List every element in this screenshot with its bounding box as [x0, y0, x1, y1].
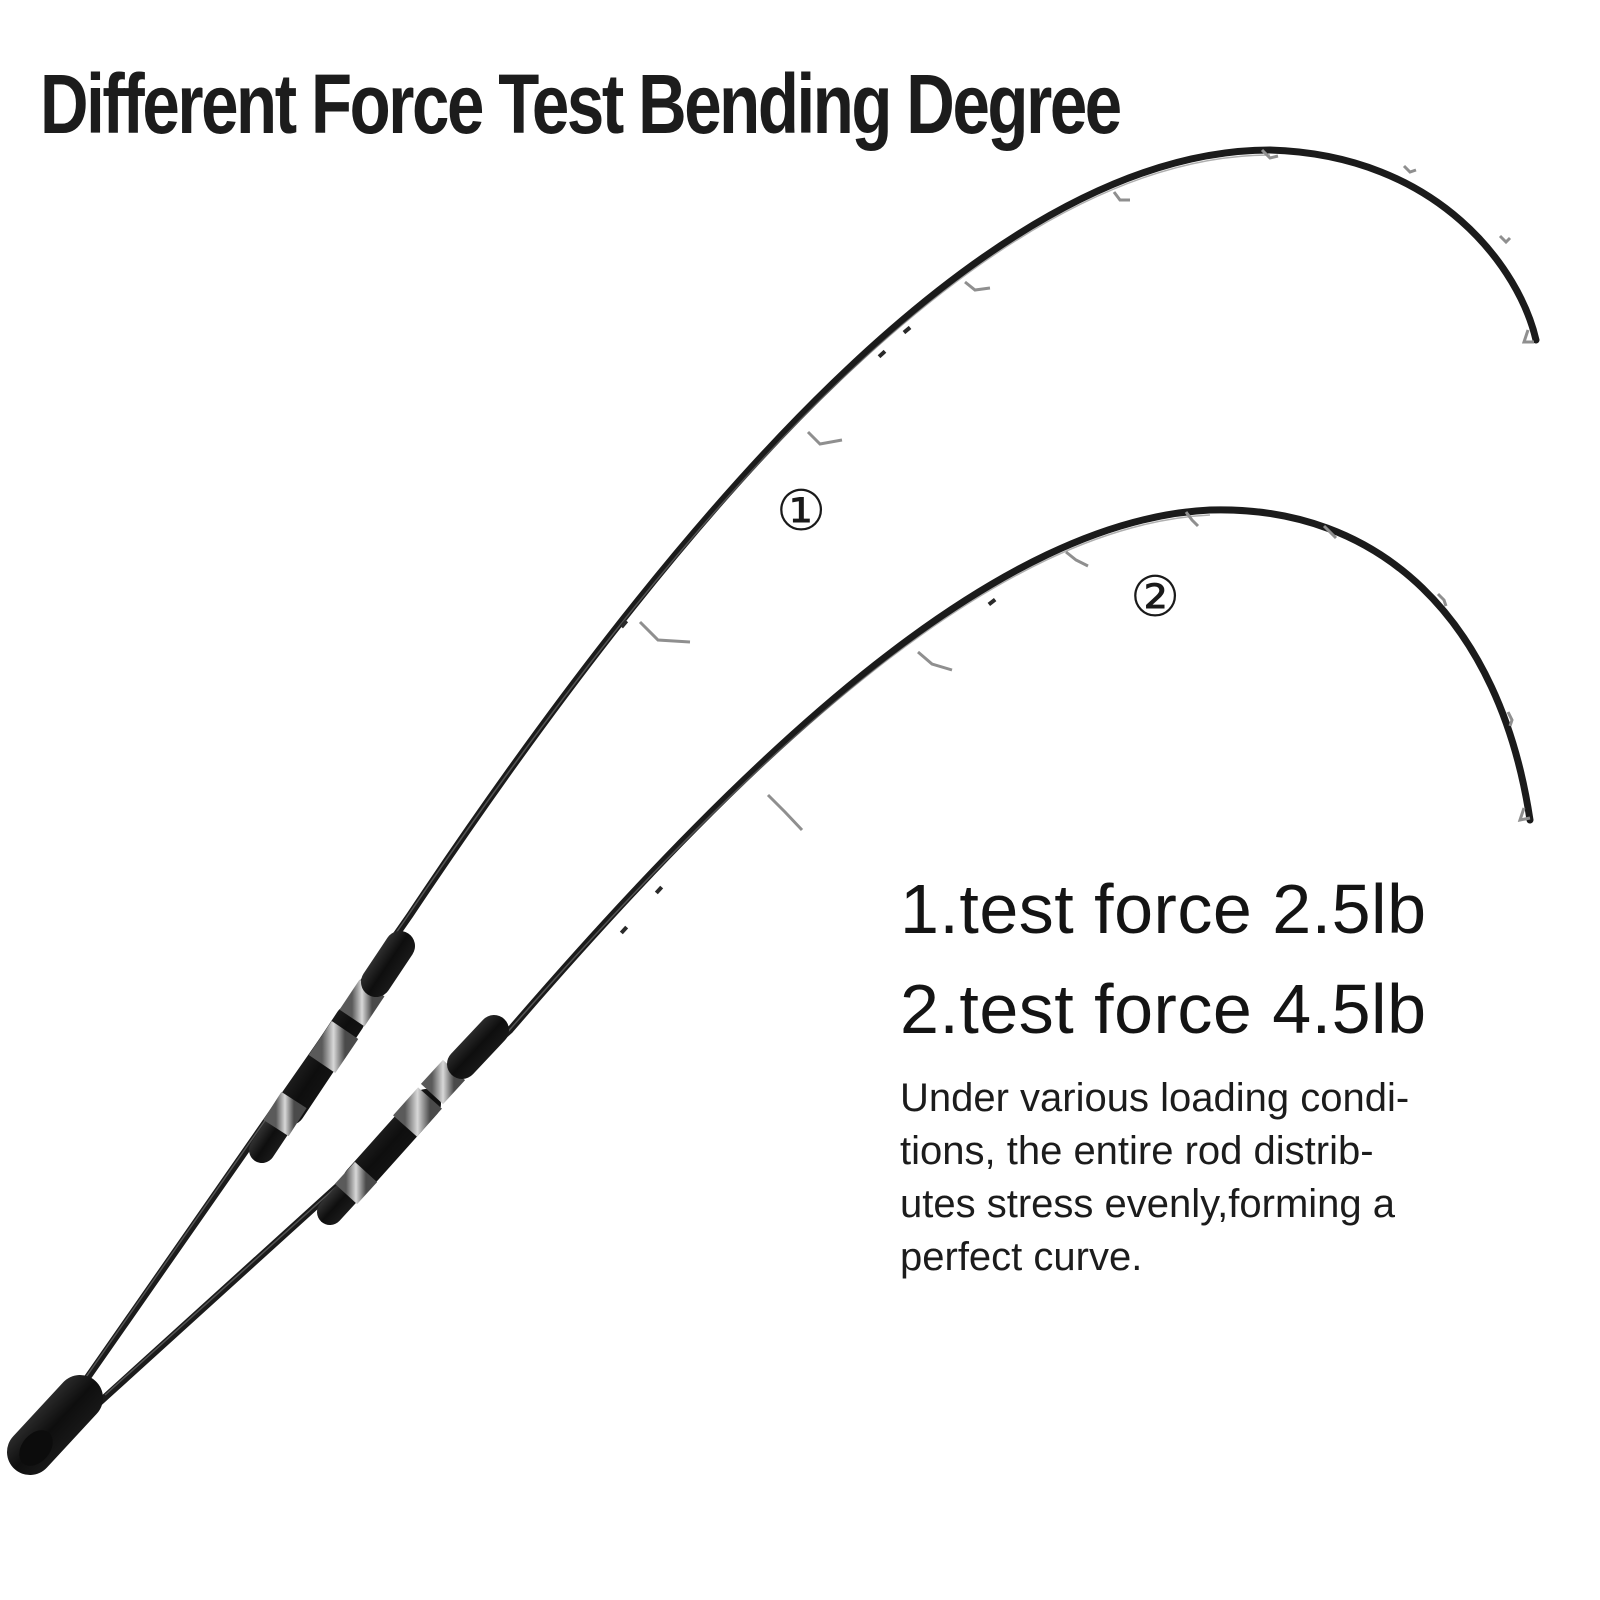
rod-1-blank-highlight: [69, 154, 1271, 1401]
rod-1-guide: [638, 620, 691, 644]
rod-1-guide: [1498, 234, 1512, 245]
rod-2-tip-guide: [1517, 807, 1531, 822]
butt-cap: [7, 1375, 103, 1475]
rod-1-blank: [40, 146, 1540, 1444]
rod-2-guide: [766, 793, 804, 832]
rod-2-blank: [76, 506, 1534, 1424]
force-label-1: 1.test force 2.5lb: [900, 870, 1427, 948]
rod-1-guide: [1402, 164, 1417, 174]
rod-2-blank-highlight: [104, 514, 1211, 1396]
rod-1: [40, 146, 1540, 1444]
rod-1-tip-guide: [1521, 329, 1534, 344]
rod-1-marker: ①: [776, 479, 827, 544]
rod-1-guide: [806, 430, 843, 446]
description: Under various loading condi- tions, the …: [900, 1072, 1520, 1284]
description-line: utes stress evenly,forming a: [900, 1182, 1396, 1226]
rod-1-guide: [964, 280, 991, 292]
rod-1-fore-grip: [361, 931, 415, 997]
description-line: perfect curve.: [900, 1235, 1143, 1279]
rod-2: [76, 506, 1534, 1424]
description-line: tions, the entire rod distrib-: [900, 1129, 1374, 1173]
rod-2-guide: [1506, 711, 1514, 727]
rod-1-handle: [249, 931, 415, 1163]
rod-2-guide: [917, 650, 953, 672]
page-title: Different Force Test Bending Degree: [40, 57, 1122, 151]
rod-2-marker: ②: [1130, 565, 1181, 630]
rod-1-guide: [1260, 148, 1279, 160]
rod-2-guide: [1065, 550, 1089, 568]
rod-2-guide: [1436, 592, 1448, 607]
rod-2-guides: [766, 511, 1531, 832]
rod-2-handle: [317, 1015, 509, 1225]
rod-2-fore-grip: [447, 1015, 509, 1079]
rod-2-guide: [1184, 511, 1200, 528]
rod-1-guide: [1112, 191, 1130, 202]
force-label-2: 2.test force 4.5lb: [900, 970, 1427, 1048]
rod-1-guides: [638, 148, 1534, 644]
description-line: Under various loading condi-: [900, 1076, 1410, 1120]
rod-2-guide: [1322, 524, 1338, 540]
